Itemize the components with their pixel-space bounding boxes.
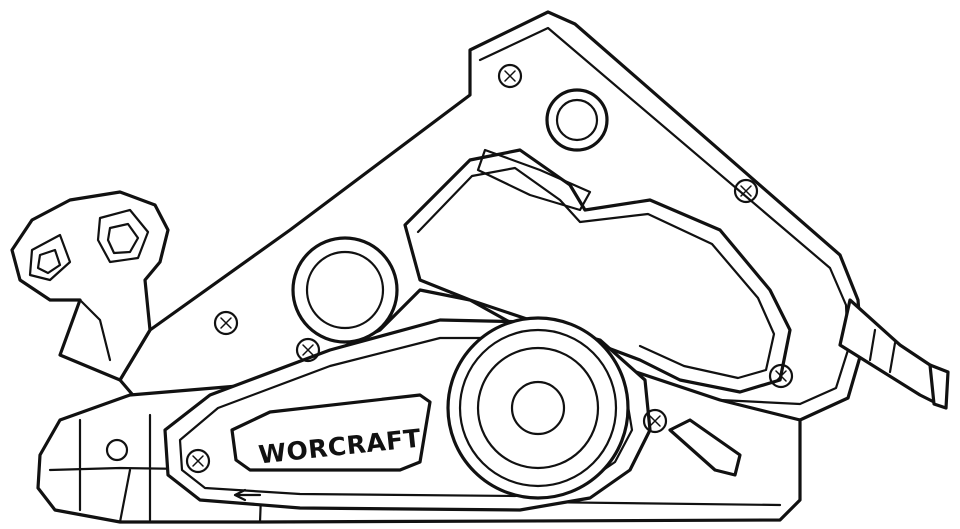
front-knob-icon — [10, 190, 170, 382]
power-cord — [838, 298, 950, 410]
chip-ejector-lever — [668, 418, 742, 477]
belt-pulley-icon — [446, 316, 630, 500]
lock-button — [545, 88, 609, 152]
depth-adjust-knob — [291, 236, 399, 344]
screw-icon — [185, 63, 794, 474]
rotation-arrow-icon — [233, 488, 262, 502]
